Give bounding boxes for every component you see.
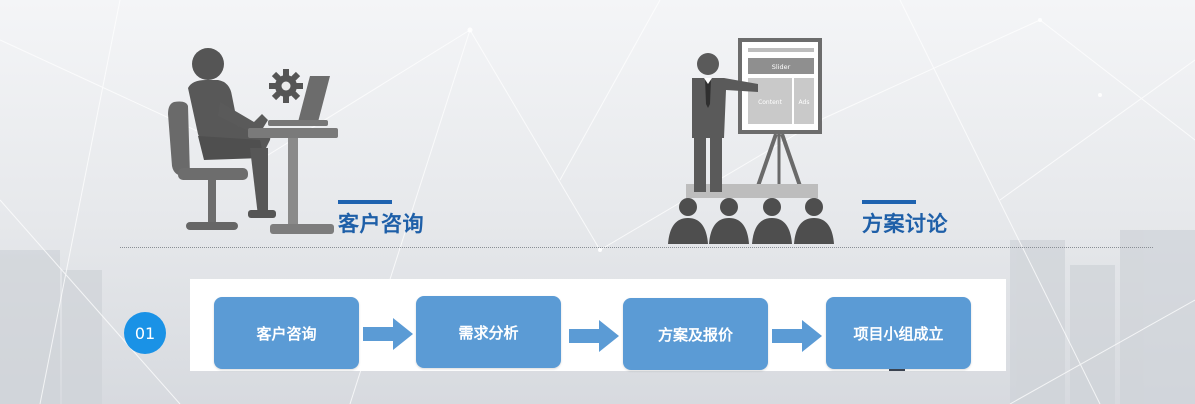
arrow-right-icon — [772, 320, 822, 352]
desk-icon — [248, 128, 338, 234]
dotted-divider — [120, 247, 1153, 248]
process-step: 方案及报价 — [623, 298, 768, 370]
audience-icon — [668, 198, 834, 244]
board-ads-text: Ads — [799, 99, 810, 106]
title-accent-bar — [862, 200, 916, 204]
small-mark — [889, 369, 905, 371]
gear-icon — [269, 69, 303, 103]
process-step: 需求分析 — [416, 296, 561, 368]
discussion-illustration: Slider Content Ads — [668, 38, 834, 244]
board-header-text: Slider — [772, 63, 791, 71]
arrow-right-icon — [363, 318, 413, 350]
whiteboard-icon: Slider Content Ads — [738, 38, 822, 187]
title-accent-bar — [338, 200, 392, 204]
person-at-desk-icon — [168, 48, 276, 230]
process-step: 项目小组成立 — [826, 297, 971, 369]
step-number-badge: 01 — [124, 312, 166, 354]
presenter-icon — [692, 53, 758, 192]
board-content-text: Content — [758, 99, 783, 106]
arrow-right-icon — [569, 320, 619, 352]
section-title-discussion: 方案讨论 — [862, 212, 948, 236]
consultation-illustration — [168, 48, 338, 234]
section-title-consultation: 客户咨询 — [338, 212, 424, 236]
laptop-icon — [268, 76, 330, 126]
process-step: 客户咨询 — [214, 297, 359, 369]
